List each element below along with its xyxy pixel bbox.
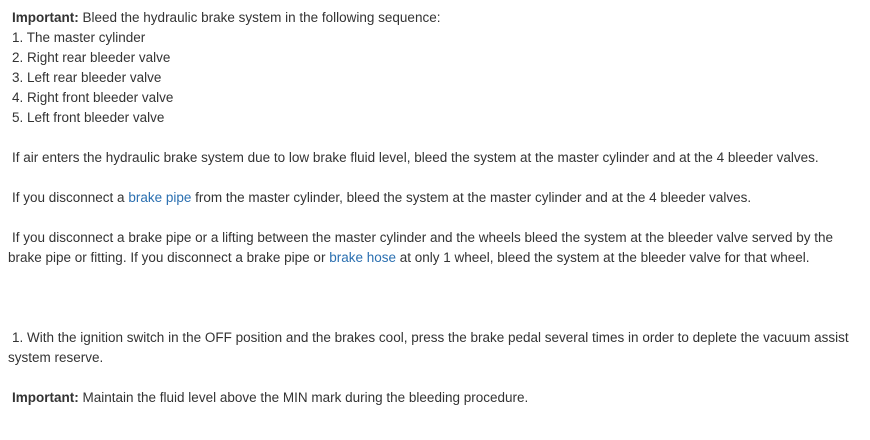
spacer	[8, 128, 858, 148]
bleed-sequence-list: 1. The master cylinder 2. Right rear ble…	[8, 28, 858, 128]
step-1: 1. With the ignition switch in the OFF p…	[8, 328, 858, 368]
paragraph-lifting: If you disconnect a brake pipe or a lift…	[8, 228, 858, 268]
important-bleed-sequence: Important: Bleed the hydraulic brake sys…	[8, 8, 858, 28]
step-1-text: 1. With the ignition switch in the OFF p…	[8, 330, 849, 365]
sequence-item: 3. Left rear bleeder valve	[12, 70, 162, 85]
document-body: Important: Bleed the hydraulic brake sys…	[8, 8, 858, 408]
spacer	[8, 368, 858, 388]
sequence-item: 1. The master cylinder	[12, 30, 146, 45]
text-segment: If you disconnect a brake pipe or a lift…	[8, 230, 833, 265]
important-text: Maintain the fluid level above the MIN m…	[78, 390, 529, 405]
spacer	[8, 268, 858, 328]
text-segment: from the master cylinder, bleed the syst…	[191, 190, 752, 205]
spacer	[8, 168, 858, 188]
important-fluid-level: Important: Maintain the fluid level abov…	[8, 388, 858, 408]
important-label: Important:	[12, 10, 79, 25]
spacer	[8, 208, 858, 228]
brake-pipe-link[interactable]: brake pipe	[128, 190, 192, 205]
sequence-item: 4. Right front bleeder valve	[12, 90, 174, 105]
important-text: Bleed the hydraulic brake system in the …	[78, 10, 441, 25]
text-segment: at only 1 wheel, bleed the system at the…	[395, 250, 810, 265]
text-segment: If you disconnect a	[12, 190, 129, 205]
important-label: Important:	[12, 390, 79, 405]
brake-hose-link[interactable]: brake hose	[329, 250, 396, 265]
paragraph-air-enters: If air enters the hydraulic brake system…	[12, 150, 819, 165]
sequence-item: 5. Left front bleeder valve	[12, 110, 165, 125]
paragraph-disconnect-pipe: If you disconnect a brake pipe from the …	[8, 188, 858, 208]
sequence-item: 2. Right rear bleeder valve	[12, 50, 171, 65]
